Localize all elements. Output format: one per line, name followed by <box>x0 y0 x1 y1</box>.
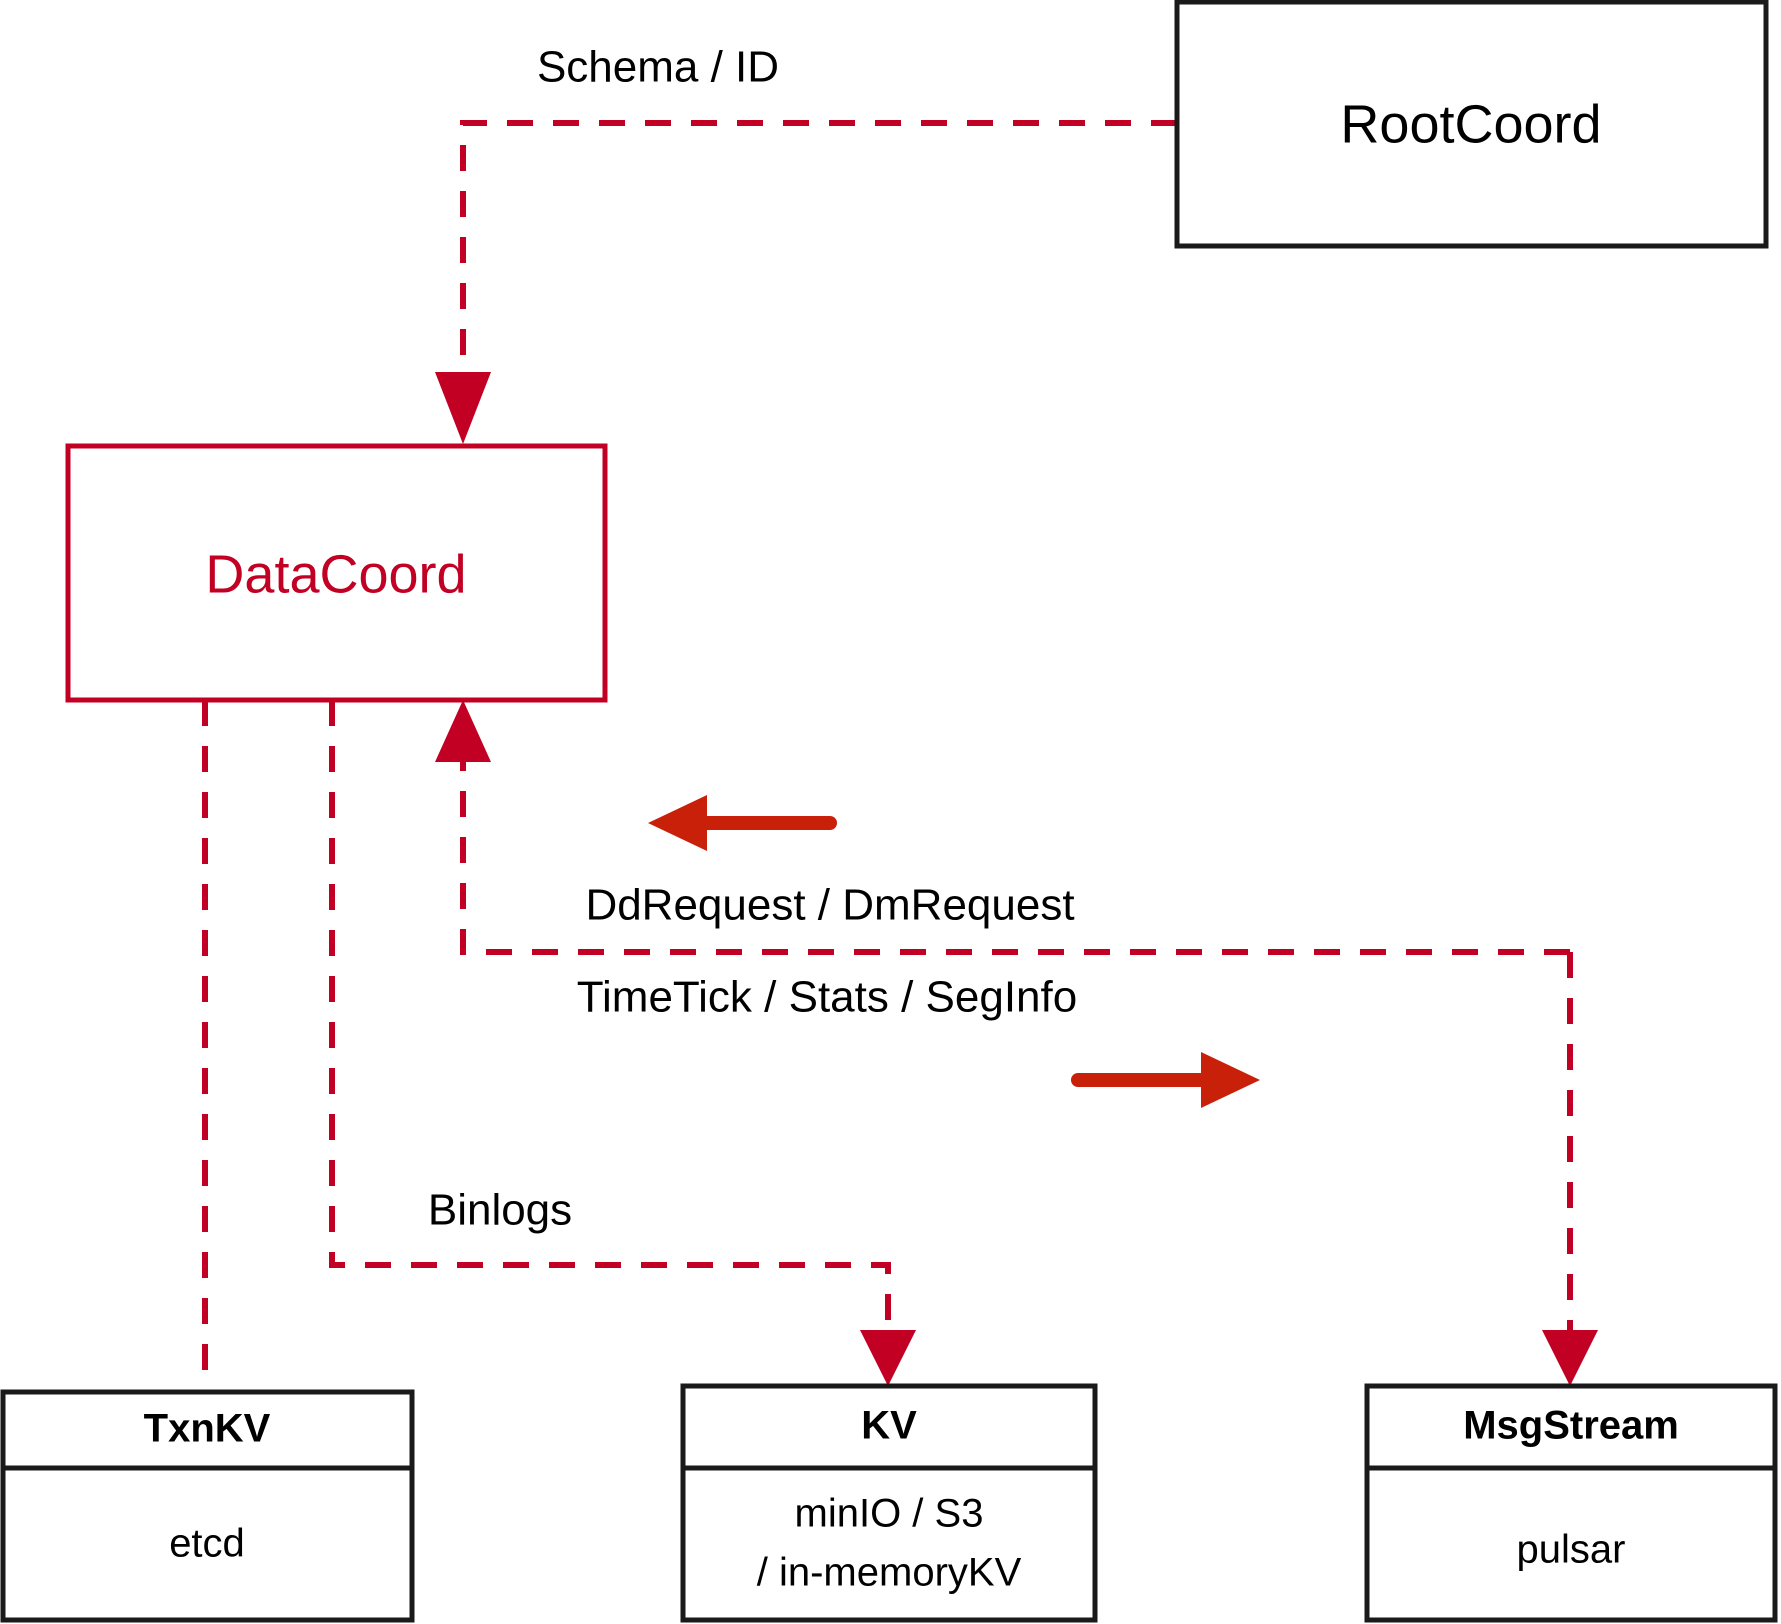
node-msgstream-rect[interactable] <box>1364 1383 1778 1623</box>
node-msgstream-title: MsgStream <box>1463 1404 1679 1448</box>
arrowhead-binlogs-down <box>860 1330 916 1386</box>
connector-schema-id <box>435 120 1177 444</box>
edge-label-timetick-stats-seginfo: TimeTick / Stats / SegInfo <box>577 973 1077 1022</box>
node-rootcoord-label: RootCoord <box>1340 94 1601 154</box>
node-txnkv-rect[interactable] <box>0 1389 415 1623</box>
node-rootcoord[interactable]: RootCoord <box>1174 0 1769 249</box>
node-datacoord-rect[interactable] <box>65 443 608 703</box>
connector-schema-id-path <box>460 120 1177 372</box>
direction-arrow-right-head <box>1201 1052 1260 1108</box>
node-datacoord-label: DataCoord <box>205 544 466 604</box>
node-msgstream-subtitle: pulsar <box>1517 1528 1626 1572</box>
direction-arrow-left <box>648 795 837 851</box>
node-txnkv-subtitle: etcd <box>169 1522 245 1566</box>
arrowhead-msgstream-down <box>1542 1330 1598 1386</box>
connector-timetick-stats-seginfo <box>435 700 1598 1386</box>
arrowhead-schema-id <box>435 372 491 444</box>
node-kv-rect[interactable] <box>680 1383 1098 1623</box>
direction-arrow-right <box>1071 1052 1260 1108</box>
connector-binlogs <box>329 700 916 1386</box>
node-txnkv-title: TxnKV <box>144 1407 271 1451</box>
edge-label-schema-id: Schema / ID <box>537 43 779 92</box>
node-msgstream[interactable]: MsgStream pulsar <box>1364 1383 1778 1623</box>
node-kv[interactable]: KV minIO / S3 / in-memoryKV <box>680 1383 1098 1623</box>
node-rootcoord-rect[interactable] <box>1174 0 1769 249</box>
connector-timetick-path <box>460 762 1570 955</box>
arrowhead-timetick-up <box>435 700 491 762</box>
direction-arrow-left-head <box>648 795 707 851</box>
connector-binlogs-path <box>329 700 891 1330</box>
edge-label-dd-dm-request: DdRequest / DmRequest <box>585 881 1074 930</box>
node-kv-subtitle-line1: minIO / S3 <box>795 1492 984 1536</box>
node-kv-subtitle-line2: / in-memoryKV <box>757 1551 1022 1595</box>
edge-label-binlogs: Binlogs <box>428 1186 572 1235</box>
node-kv-title: KV <box>861 1404 917 1448</box>
node-txnkv[interactable]: TxnKV etcd <box>0 1389 415 1623</box>
node-datacoord[interactable]: DataCoord <box>65 443 608 703</box>
